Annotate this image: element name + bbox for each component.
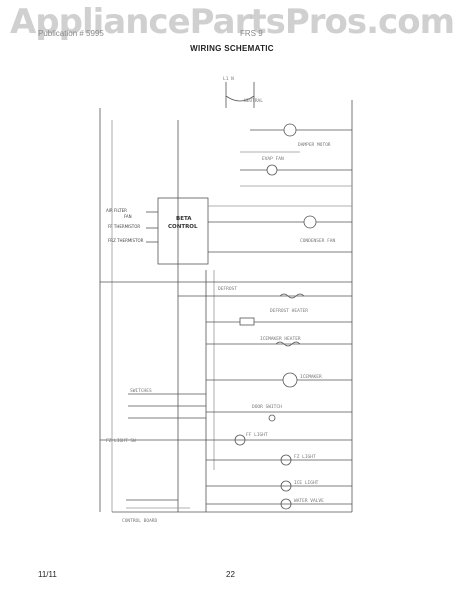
page-title: WIRING SCHEMATIC bbox=[190, 44, 274, 53]
svg-text:ICEMAKER HEATER: ICEMAKER HEATER bbox=[260, 336, 301, 342]
svg-text:DEFROST: DEFROST bbox=[218, 286, 237, 292]
svg-text:DAMPER MOTOR: DAMPER MOTOR bbox=[298, 142, 331, 148]
svg-text:SWITCHES: SWITCHES bbox=[130, 388, 152, 394]
svg-text:DOOR SWITCH: DOOR SWITCH bbox=[252, 404, 282, 410]
watermark-logo: AppliancePartsPros.com bbox=[9, 2, 455, 42]
control-label-1: BETA bbox=[176, 216, 192, 222]
model-number: FRS 9 bbox=[240, 29, 263, 38]
svg-text:DEFROST HEATER: DEFROST HEATER bbox=[270, 308, 308, 314]
icemaker-motor bbox=[282, 372, 298, 388]
svg-text:NEUTRAL: NEUTRAL bbox=[244, 98, 263, 104]
page-number: 22 bbox=[226, 570, 235, 579]
publication-number: Publication # 5995 bbox=[38, 29, 104, 38]
fan-label: FAN bbox=[124, 214, 132, 219]
svg-text:FF LIGHT: FF LIGHT bbox=[246, 432, 268, 438]
fz-light bbox=[280, 454, 292, 466]
ice-light bbox=[280, 480, 292, 492]
svg-text:FZ LIGHT SW: FZ LIGHT SW bbox=[106, 438, 136, 444]
control-label-2: CONTROL bbox=[168, 224, 198, 230]
condenser-fan bbox=[303, 215, 317, 229]
ff-light bbox=[234, 434, 246, 446]
fz-thermistor-label: FRZ THERMISTOR bbox=[108, 238, 144, 243]
control-board bbox=[157, 197, 209, 265]
relay bbox=[239, 317, 255, 326]
svg-text:CONTROL BOARD: CONTROL BOARD bbox=[122, 518, 158, 524]
svg-text:EVAP FAN: EVAP FAN bbox=[262, 156, 284, 162]
air-filter-label: AIR FILTER bbox=[106, 208, 127, 213]
svg-text:FZ LIGHT: FZ LIGHT bbox=[294, 454, 316, 460]
damper-motor bbox=[283, 123, 297, 137]
svg-text:L1 N: L1 N bbox=[223, 76, 234, 82]
defrost-heater bbox=[279, 293, 305, 299]
svg-text:CONDENSER FAN: CONDENSER FAN bbox=[300, 238, 336, 244]
svg-text:WATER VALVE: WATER VALVE bbox=[294, 498, 324, 504]
ff-thermistor-label: FF THERMISTOR bbox=[108, 224, 140, 229]
footer-date: 11/11 bbox=[38, 570, 57, 579]
icemaker-heater bbox=[275, 341, 301, 347]
svg-text:ICEMAKER: ICEMAKER bbox=[300, 374, 322, 380]
water-valve bbox=[280, 498, 292, 510]
evap-fan bbox=[266, 164, 278, 176]
svg-text:ICE LIGHT: ICE LIGHT bbox=[294, 480, 319, 486]
door-switch bbox=[268, 414, 276, 422]
